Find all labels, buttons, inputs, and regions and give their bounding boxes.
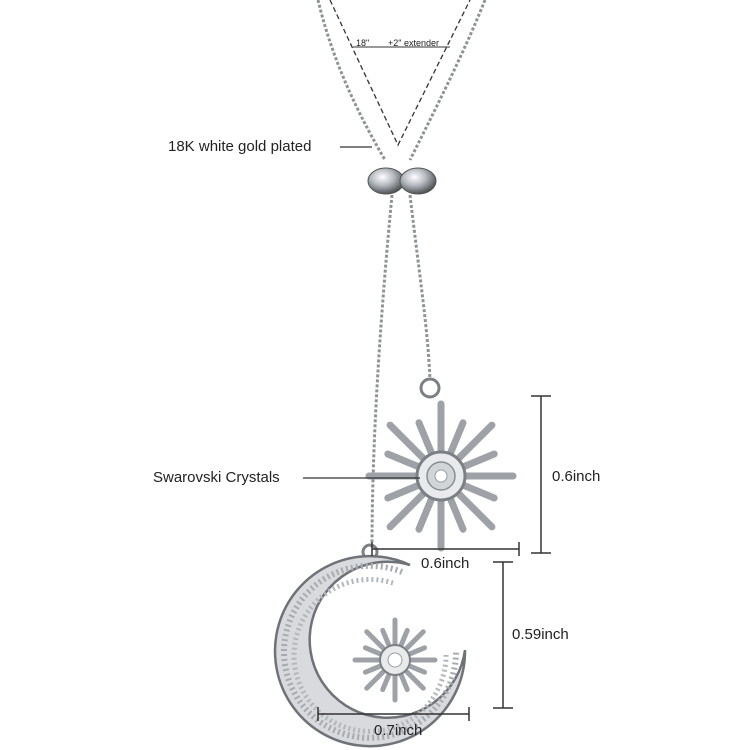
sun-ray xyxy=(453,488,496,531)
length-indicator xyxy=(329,0,471,147)
sun-ray xyxy=(386,421,429,464)
sun-ray xyxy=(384,480,425,502)
sun-pendant-icon xyxy=(365,377,517,552)
sun-ray xyxy=(364,666,389,691)
sun-ray xyxy=(457,450,498,472)
lower-chain xyxy=(370,194,432,549)
moon-height-label: 0.59inch xyxy=(512,626,569,643)
sun-ray xyxy=(404,645,428,658)
sun-ray xyxy=(380,627,393,651)
crystals-label: Swarovski Crystals xyxy=(153,469,280,486)
sun-height-label: 0.6inch xyxy=(552,468,601,485)
sun-ray xyxy=(384,450,425,472)
sun-ray xyxy=(401,629,426,654)
extender-label: +2" extender xyxy=(388,38,439,48)
small-sun-icon xyxy=(352,617,438,703)
chain-length-label: 18" xyxy=(356,38,370,48)
slider-bead-icon xyxy=(367,167,437,195)
crescent-moon-pendant-icon xyxy=(273,554,467,748)
sun-ray xyxy=(397,669,410,693)
sun-width-dimension xyxy=(371,542,520,556)
sun-ray xyxy=(445,492,467,533)
moon-width-label: 0.7inch xyxy=(374,722,423,739)
sun-ray xyxy=(380,669,393,693)
sun-ray xyxy=(362,645,386,658)
sun-ray xyxy=(404,662,428,675)
sun-ray xyxy=(401,666,426,691)
sun-ray xyxy=(415,419,437,460)
sun-ray xyxy=(362,662,386,675)
sun-ray xyxy=(415,492,437,533)
sun-ray xyxy=(445,419,467,460)
sun-width-label: 0.6inch xyxy=(421,555,470,572)
sun-ray xyxy=(386,488,429,531)
upper-chain xyxy=(316,0,487,161)
sun-ray xyxy=(457,480,498,502)
sun-height-dimension xyxy=(531,395,551,554)
sun-ray xyxy=(364,629,389,654)
sun-ray xyxy=(453,421,496,464)
plating-label: 18K white gold plated xyxy=(168,138,312,155)
sun-ray xyxy=(397,627,410,651)
moon-width-dimension xyxy=(317,707,470,721)
moon-height-dimension xyxy=(493,561,513,709)
